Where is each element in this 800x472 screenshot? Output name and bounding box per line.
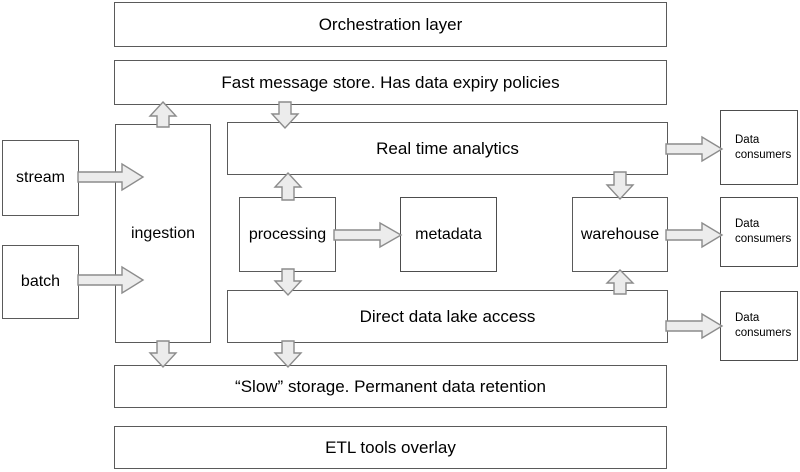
slow-storage-box: “Slow” storage. Permanent data retention bbox=[114, 365, 667, 408]
metadata-label: metadata bbox=[415, 225, 482, 243]
orchestration-layer-label: Orchestration layer bbox=[318, 14, 463, 34]
arrow-ingestion-to-slow-storage bbox=[148, 340, 178, 369]
batch-source-box: batch bbox=[2, 245, 79, 319]
arrow-fast-message-store-to-realtime-analytics bbox=[270, 101, 300, 130]
arrow-direct-data-lake-access-to-data-consumers bbox=[665, 312, 724, 340]
warehouse-label: warehouse bbox=[580, 225, 660, 243]
arrow-processing-to-metadata bbox=[333, 221, 403, 249]
direct-data-lake-access-box: Direct data lake access bbox=[227, 290, 668, 343]
ingestion-box: ingestion bbox=[115, 124, 211, 343]
stream-source-label: stream bbox=[16, 169, 65, 186]
stream-source-box: stream bbox=[2, 140, 79, 216]
ingestion-label: ingestion bbox=[130, 224, 196, 242]
arrow-realtime-analytics-to-data-consumers bbox=[665, 135, 724, 163]
orchestration-layer-box: Orchestration layer bbox=[114, 2, 667, 47]
fast-message-store-box: Fast message store. Has data expiry poli… bbox=[114, 60, 667, 105]
realtime-analytics-label: Real time analytics bbox=[376, 138, 519, 158]
slow-storage-label: “Slow” storage. Permanent data retention bbox=[235, 376, 546, 396]
warehouse-box: warehouse bbox=[572, 197, 668, 272]
arrow-ingestion-to-fast-message-store bbox=[148, 100, 178, 128]
data-consumers-box-3: Data consumers bbox=[720, 291, 798, 361]
etl-tools-overlay-label: ETL tools overlay bbox=[325, 437, 456, 457]
arrow-processing-to-slow-storage bbox=[273, 268, 303, 297]
data-consumers-label-2: Data consumers bbox=[735, 218, 792, 245]
arrow-direct-data-lake-access-to-slow-storage bbox=[273, 340, 303, 369]
arrow-batch-to-ingestion bbox=[77, 265, 145, 295]
data-consumers-label-1: Data consumers bbox=[735, 133, 792, 161]
arrow-stream-to-ingestion bbox=[77, 162, 145, 192]
processing-box: processing bbox=[239, 197, 336, 272]
fast-message-store-label: Fast message store. Has data expiry poli… bbox=[221, 72, 560, 92]
batch-source-label: batch bbox=[20, 273, 61, 290]
arrow-realtime-analytics-to-warehouse bbox=[605, 171, 635, 201]
arrow-processing-to-realtime-analytics bbox=[273, 171, 303, 201]
arrow-warehouse-to-data-consumers bbox=[665, 221, 724, 249]
arrow-direct-data-lake-access-to-warehouse bbox=[605, 269, 635, 295]
etl-tools-overlay-box: ETL tools overlay bbox=[114, 426, 667, 469]
data-consumers-box-2: Data consumers bbox=[720, 197, 798, 267]
direct-data-lake-access-label: Direct data lake access bbox=[359, 306, 536, 326]
data-consumers-label-3: Data consumers bbox=[735, 312, 792, 339]
data-consumers-box-1: Data consumers bbox=[720, 110, 798, 185]
processing-label: processing bbox=[248, 225, 327, 243]
realtime-analytics-box: Real time analytics bbox=[227, 122, 668, 175]
metadata-box: metadata bbox=[400, 197, 497, 272]
